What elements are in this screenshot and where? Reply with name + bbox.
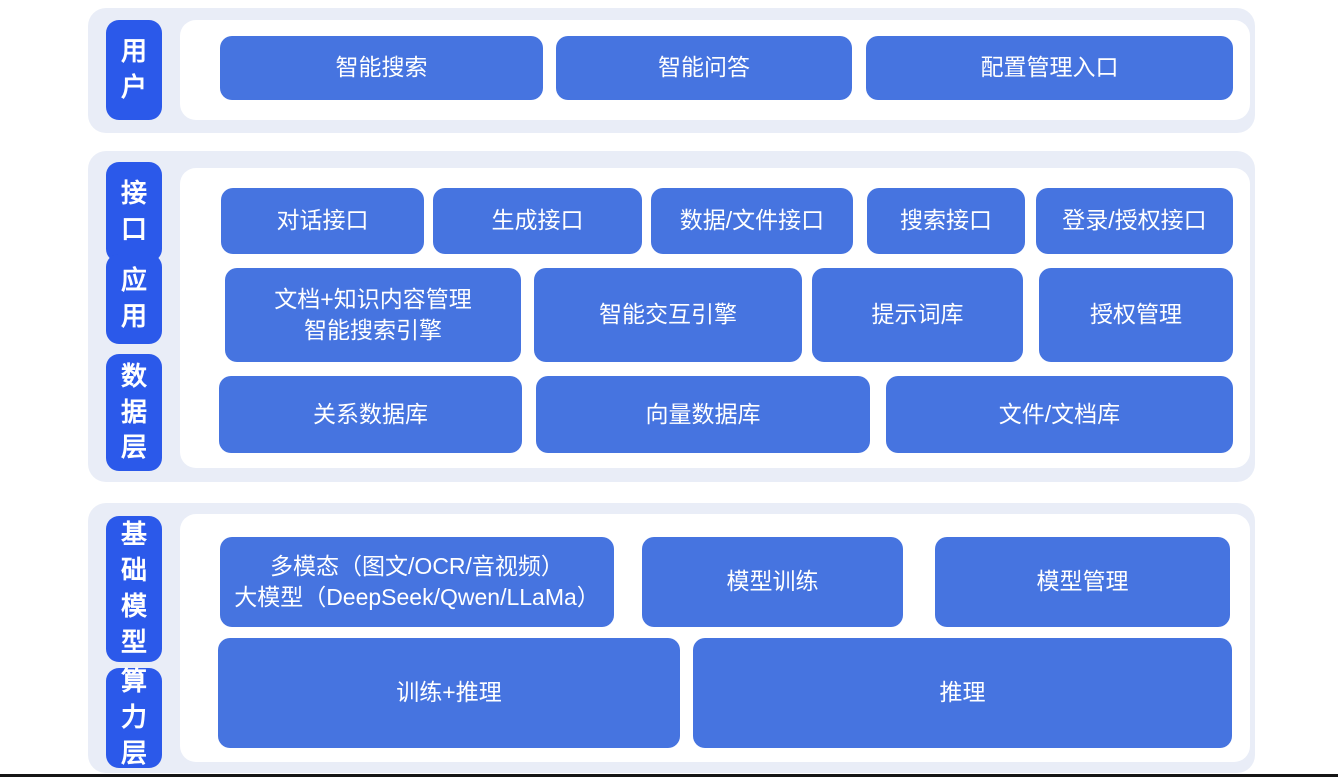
node-interactive-engine-label: 智能交互引擎 <box>599 301 737 328</box>
layer-tag-data-label: 数据层 <box>120 360 147 463</box>
node-data-file-api-label: 数据/文件接口 <box>679 207 825 234</box>
node-data-file-api: 数据/文件接口 <box>651 188 853 254</box>
layer-tag-foundation-model: 基础模型 <box>106 516 162 662</box>
layer-tag-compute: 算力层 <box>106 666 162 768</box>
node-vector-db-label: 向量数据库 <box>645 400 761 427</box>
node-interactive-engine: 智能交互引擎 <box>534 268 802 362</box>
node-vector-db: 向量数据库 <box>536 376 870 453</box>
node-doc-knowledge-search-engine: 文档+知识内容管理 智能搜索引擎 <box>225 268 521 362</box>
bottom-divider <box>0 774 1338 777</box>
node-prompt-library-label: 提示词库 <box>871 301 964 328</box>
layer-tag-user-label: 用户 <box>120 36 147 102</box>
layer-tag-foundation-model-label: 基础模型 <box>120 519 147 657</box>
layer-tag-application-label: 应用 <box>120 265 147 331</box>
node-auth-management: 授权管理 <box>1039 268 1233 362</box>
node-search-api: 搜索接口 <box>867 188 1025 254</box>
node-search-api-label: 搜索接口 <box>900 207 992 234</box>
node-auth-management-label: 授权管理 <box>1090 301 1182 328</box>
node-inference: 推理 <box>693 638 1232 748</box>
node-doc-knowledge-search-engine-label: 文档+知识内容管理 智能搜索引擎 <box>274 285 472 343</box>
node-file-doc-store: 文件/文档库 <box>886 376 1233 453</box>
node-relational-db-label: 关系数据库 <box>313 400 428 427</box>
node-config-entry: 配置管理入口 <box>866 36 1233 100</box>
layer-tag-interface-label: 接口 <box>120 178 147 244</box>
node-relational-db: 关系数据库 <box>219 376 522 453</box>
node-multimodal-llm: 多模态（图文/OCR/音视频） 大模型（DeepSeek/Qwen/LLaMa） <box>220 537 614 627</box>
node-smart-search: 智能搜索 <box>220 36 543 100</box>
node-training-inference: 训练+推理 <box>218 638 680 748</box>
layer-tag-compute-label: 算力层 <box>120 666 147 768</box>
node-model-training-label: 模型训练 <box>726 568 819 595</box>
node-login-auth-api-label: 登录/授权接口 <box>1062 207 1207 234</box>
node-smart-search-label: 智能搜索 <box>335 54 428 81</box>
node-model-training: 模型训练 <box>642 537 903 627</box>
layer-tag-application: 应用 <box>106 254 162 344</box>
node-prompt-library: 提示词库 <box>812 268 1023 362</box>
node-config-entry-label: 配置管理入口 <box>980 54 1119 81</box>
node-smart-qa-label: 智能问答 <box>658 54 750 81</box>
layer-tag-user: 用户 <box>106 20 162 120</box>
node-file-doc-store-label: 文件/文档库 <box>998 400 1121 427</box>
node-model-management-label: 模型管理 <box>1036 568 1129 595</box>
node-login-auth-api: 登录/授权接口 <box>1036 188 1233 254</box>
node-multimodal-llm-label: 多模态（图文/OCR/音视频） 大模型（DeepSeek/Qwen/LLaMa） <box>234 552 600 610</box>
layer-tag-data: 数据层 <box>106 354 162 471</box>
node-inference-label: 推理 <box>939 679 986 706</box>
node-dialog-api-label: 对话接口 <box>276 207 369 234</box>
node-smart-qa: 智能问答 <box>556 36 852 100</box>
node-training-inference-label: 训练+推理 <box>396 679 502 706</box>
node-generation-api-label: 生成接口 <box>491 207 584 234</box>
node-dialog-api: 对话接口 <box>221 188 424 254</box>
layer-tag-interface: 接口 <box>106 162 162 262</box>
node-generation-api: 生成接口 <box>433 188 642 254</box>
node-model-management: 模型管理 <box>935 537 1230 627</box>
